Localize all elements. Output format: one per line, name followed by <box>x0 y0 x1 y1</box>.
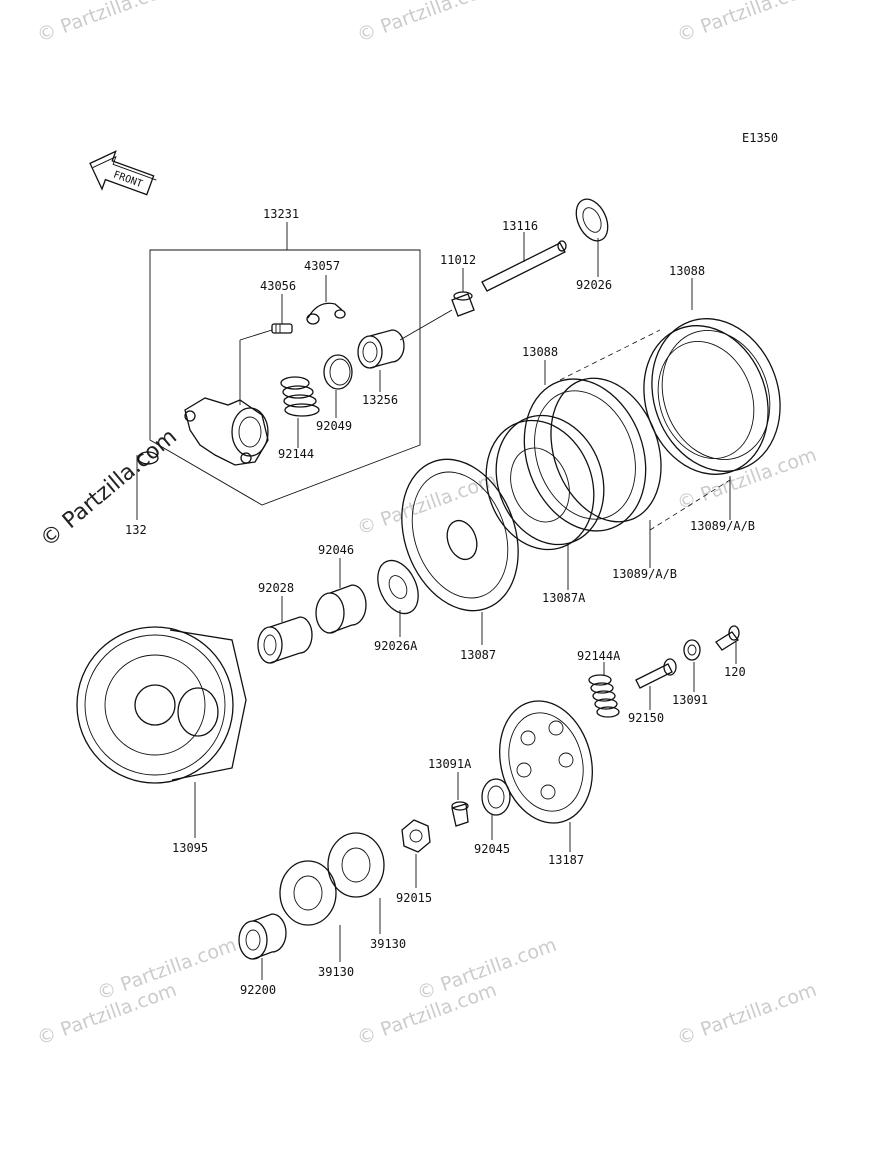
label-13088: 13088 <box>669 264 705 278</box>
label-13187: 13187 <box>548 853 584 867</box>
label-13095: 13095 <box>172 841 208 855</box>
label-13091: 13091 <box>672 693 708 707</box>
part-43057 <box>306 275 346 325</box>
part-92026 <box>575 198 609 277</box>
part-92026A <box>377 559 419 637</box>
label-13089-a-b: 13089/A/B <box>690 519 755 533</box>
label-43057: 43057 <box>304 259 340 273</box>
part-13088-outer <box>559 278 781 531</box>
label-13256: 13256 <box>362 393 398 407</box>
label-92150: 92150 <box>628 711 664 725</box>
label-13091A: 13091A <box>428 757 472 771</box>
label-13231: 13231 <box>263 207 299 221</box>
label-92144: 92144 <box>278 447 314 461</box>
part-92028 <box>257 596 313 664</box>
part-13256 <box>357 329 405 392</box>
watermark: © Partzilla.com <box>354 469 499 540</box>
label-13088: 13088 <box>522 345 558 359</box>
part-92046 <box>315 558 367 634</box>
part-92015 <box>401 819 431 888</box>
part-120 <box>715 625 740 664</box>
part-labels: 13231 43057 43056 11012 13116 92026 1308… <box>125 207 755 997</box>
label-13087A: 13087A <box>542 591 586 605</box>
part-13088-inner <box>523 360 662 568</box>
front-arrow-icon: FRONT <box>89 150 157 196</box>
label-92144A: 92144A <box>577 649 621 663</box>
diagram-code: E1350 <box>742 131 778 145</box>
part-13095 <box>76 626 247 838</box>
label-43056: 43056 <box>260 279 296 293</box>
part-92150 <box>635 658 677 710</box>
watermark-main: © Partzilla.com <box>36 424 182 552</box>
part-92200 <box>238 913 287 980</box>
part-92045 <box>481 778 511 840</box>
label-132: 132 <box>125 523 147 537</box>
label-92049: 92049 <box>316 419 352 433</box>
part-13091A <box>451 772 469 827</box>
label-92200: 92200 <box>240 983 276 997</box>
part-13087A <box>485 414 605 590</box>
part-13187 <box>499 700 593 852</box>
label-13089-a-b: 13089/A/B <box>612 567 677 581</box>
part-92144A <box>588 662 620 718</box>
part-39130-lower <box>279 860 341 962</box>
label-13116: 13116 <box>502 219 538 233</box>
watermark: © Partzilla.com <box>674 0 819 47</box>
label-13087: 13087 <box>460 648 496 662</box>
part-13091 <box>683 639 701 692</box>
part-13087 <box>401 458 519 645</box>
label-11012: 11012 <box>440 253 476 267</box>
part-11012 <box>399 268 475 341</box>
watermark: © Partzilla.com <box>674 979 819 1050</box>
label-120: 120 <box>724 665 746 679</box>
watermark: © Partzilla.com <box>34 0 179 47</box>
watermark: © Partzilla.com <box>354 0 499 47</box>
label-92015: 92015 <box>396 891 432 905</box>
label-92028: 92028 <box>258 581 294 595</box>
label-92045: 92045 <box>474 842 510 856</box>
part-slave-cylinder <box>184 329 273 466</box>
part-43056 <box>271 294 293 334</box>
label-39130: 39130 <box>318 965 354 979</box>
part-39130-upper <box>327 832 385 934</box>
label-92026: 92026 <box>576 278 612 292</box>
part-92144 <box>280 376 320 448</box>
group-bracket-13231 <box>149 249 421 506</box>
part-92049 <box>323 354 353 418</box>
label-92026A: 92026A <box>374 639 418 653</box>
label-92046: 92046 <box>318 543 354 557</box>
part-132 <box>137 451 159 465</box>
part-13116 <box>481 232 567 292</box>
label-39130: 39130 <box>370 937 406 951</box>
front-label: FRONT <box>112 169 144 190</box>
